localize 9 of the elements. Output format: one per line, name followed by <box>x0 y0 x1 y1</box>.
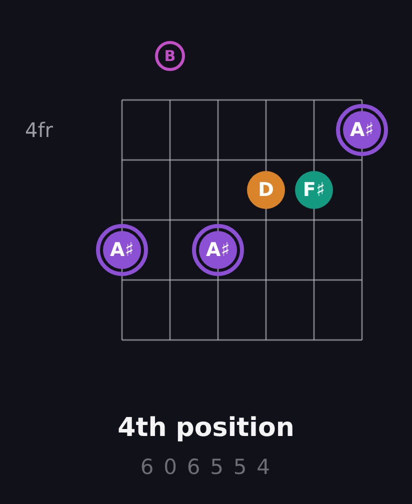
note-marker: D <box>247 171 285 209</box>
root-note-marker: A♯ <box>96 224 148 276</box>
note-marker: F♯ <box>295 171 333 209</box>
root-note-marker: A♯ <box>336 104 388 156</box>
fingering-numbers: 6 0 6 5 5 4 <box>140 455 272 480</box>
open-string-marker: B <box>155 41 185 71</box>
position-title: 4th position <box>118 413 294 443</box>
root-note-marker: A♯ <box>192 224 244 276</box>
fret-number-label: 4fr <box>25 118 53 142</box>
